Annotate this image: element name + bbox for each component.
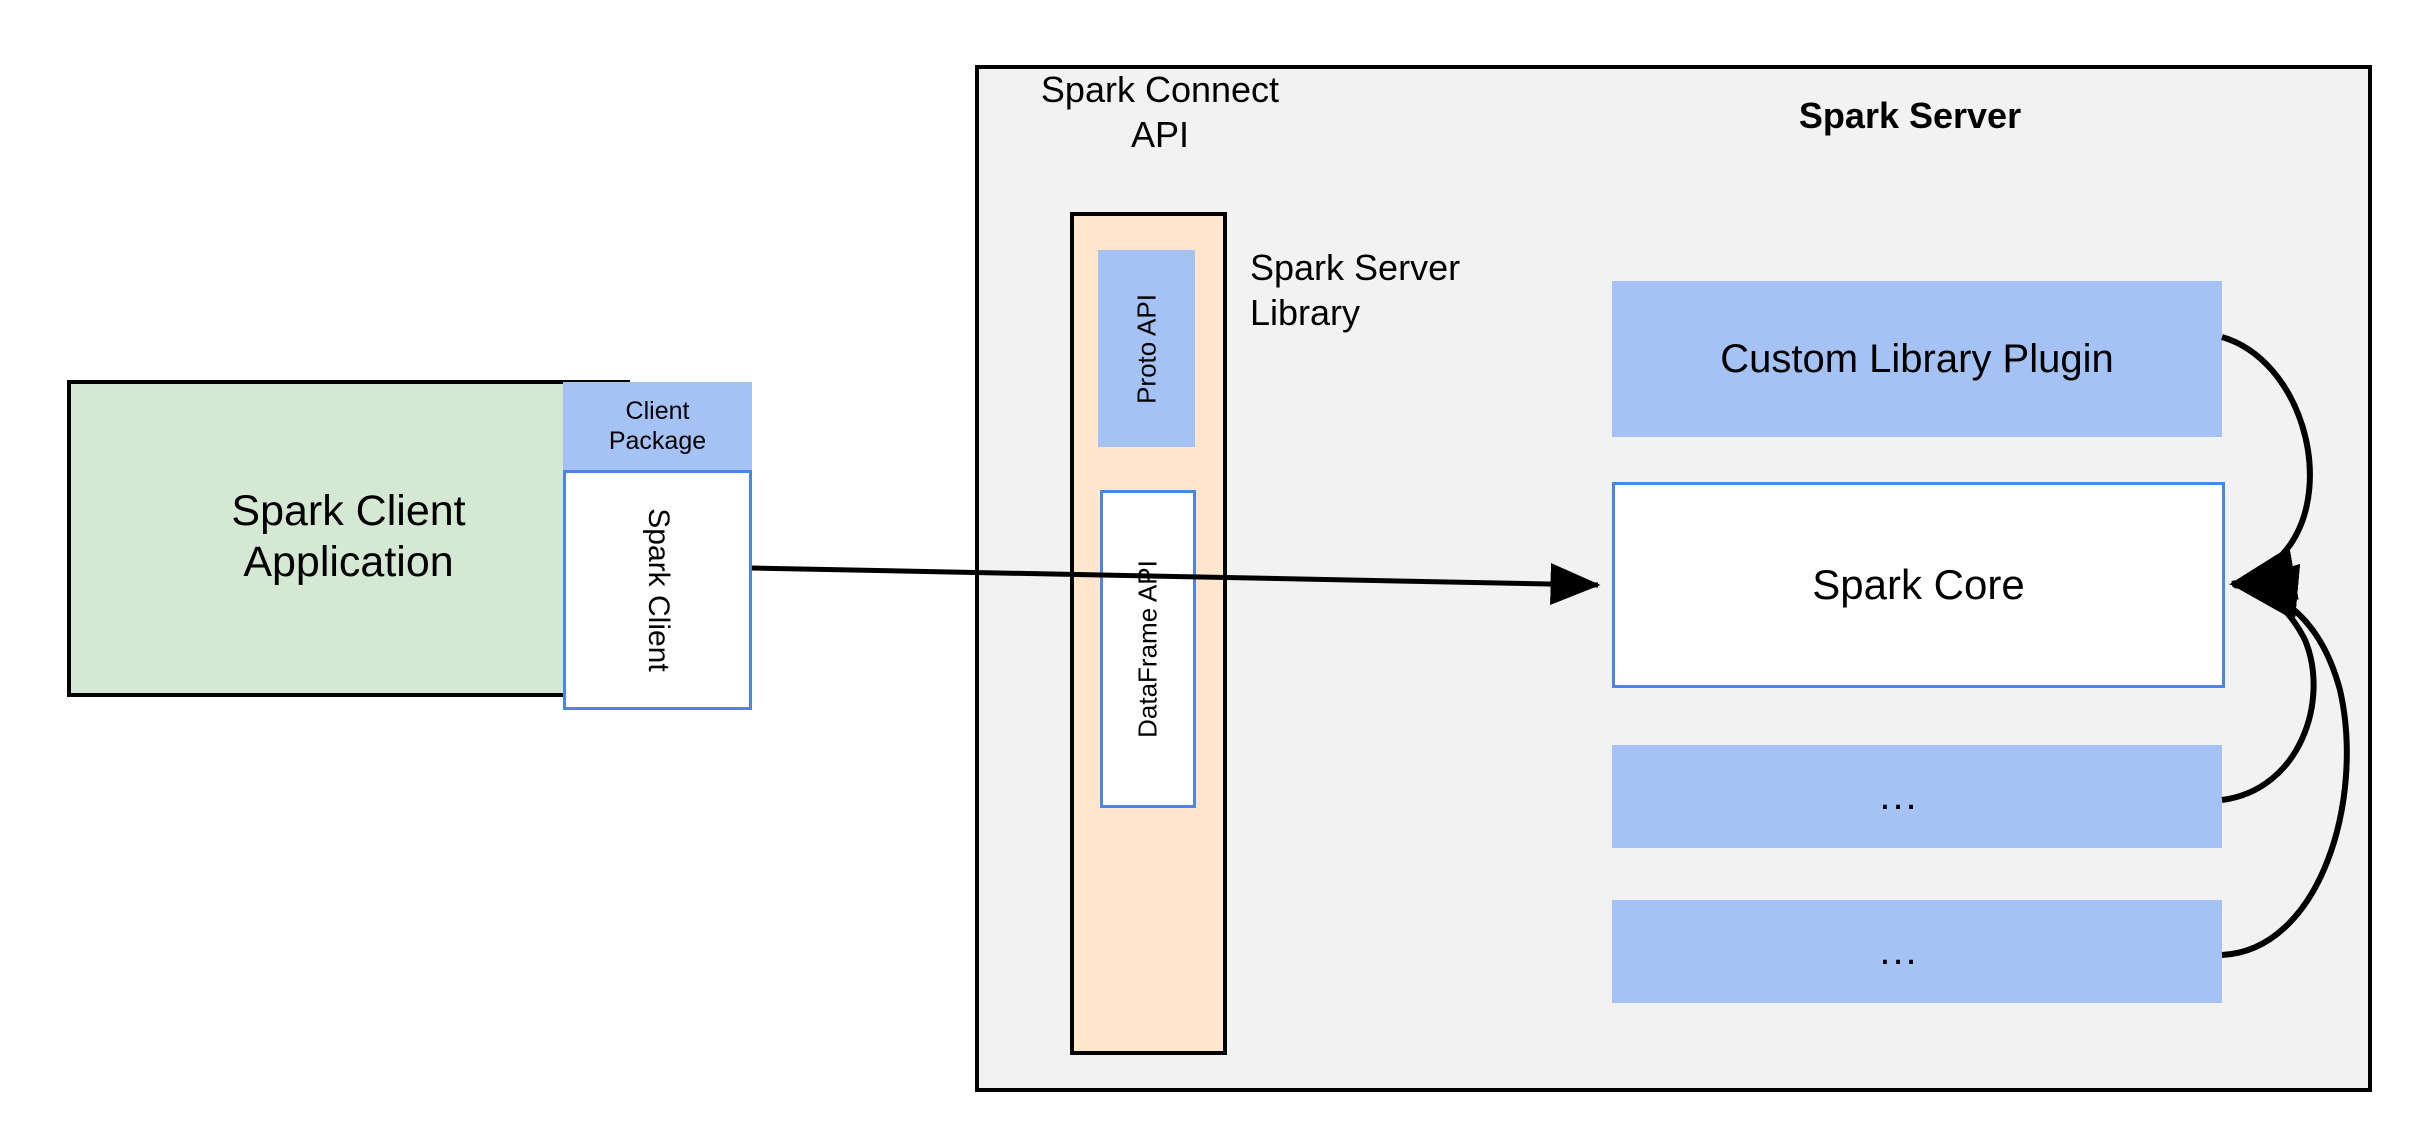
spark-client-application-box: Spark Client Application [67, 380, 630, 697]
dataframe-api-box: DataFrame API [1100, 490, 1196, 808]
spark-server-title: Spark Server [1798, 95, 2022, 136]
spark-client-box: Spark Client [563, 470, 752, 710]
spark-client-application-line2: Application [243, 537, 454, 586]
spark-connect-api-line1: Spark Connect [1040, 69, 1280, 110]
spark-client-application-line1: Spark Client [231, 486, 466, 535]
client-package-line2: Package [608, 427, 707, 455]
spark-connect-api-label: Spark Connect API [1020, 68, 1300, 157]
client-package-label: Client Package [609, 396, 706, 456]
placeholder-label-1: ... [1879, 774, 1919, 818]
proto-api-label: Proto API [1131, 293, 1161, 404]
proto-api-box: Proto API [1098, 250, 1195, 447]
client-package-box: Client Package [563, 382, 752, 470]
spark-core-box: Spark Core [1612, 482, 2225, 688]
spark-server-library-line1: Spark Server [1250, 247, 1461, 288]
custom-library-plugin-label: Custom Library Plugin [1720, 336, 2114, 381]
custom-library-plugin-box: Custom Library Plugin [1612, 281, 2222, 437]
spark-client-application-label: Spark Client Application [231, 486, 465, 591]
dataframe-api-label: DataFrame API [1132, 560, 1163, 738]
spark-core-label: Spark Core [1812, 561, 2025, 608]
spark-server-library-label: Spark Server Library [1250, 245, 1580, 335]
client-package-line1: Client [625, 397, 690, 425]
spark-client-label: Spark Client [641, 508, 675, 672]
spark-server-library-line2: Library [1250, 292, 1361, 333]
spark-connect-api-line2: API [1130, 113, 1190, 155]
placeholder-box-1: ... [1612, 745, 2222, 848]
placeholder-label-2: ... [1879, 929, 1919, 973]
placeholder-box-2: ... [1612, 900, 2222, 1003]
